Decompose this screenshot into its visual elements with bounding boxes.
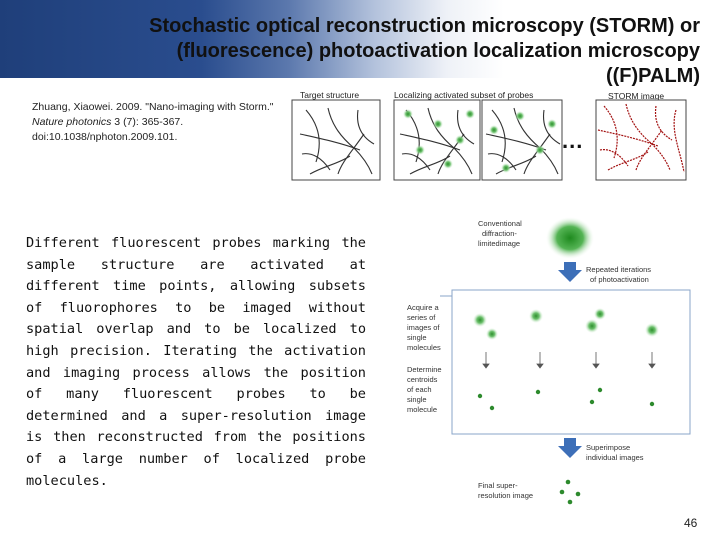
label-determine-1: Determine <box>407 365 442 374</box>
panel-target-structure <box>291 99 381 181</box>
slide-title: Stochastic optical reconstruction micros… <box>24 14 700 89</box>
title-line-2: (fluorescence) photoactivation localizat… <box>176 40 700 62</box>
label-storm-image: STORM image <box>608 91 665 101</box>
page-number: 46 <box>684 516 698 530</box>
label-final-2: resolution image <box>478 491 533 500</box>
label-repeated-2: of photoactivation <box>590 275 649 284</box>
body-paragraph: Different fluorescent probes marking the… <box>26 235 366 489</box>
citation-details: 3 (7): 365-367. doi:10.1038/nphoton.2009… <box>32 116 184 143</box>
diffraction-blob <box>546 217 594 259</box>
label-conventional-2: diffraction- <box>482 229 517 238</box>
down-arrow-main <box>558 262 582 282</box>
label-acquire-1: Acquire a <box>407 303 440 312</box>
title-line-1: Stochastic optical reconstruction micros… <box>149 15 700 37</box>
label-determine-4: single <box>407 395 427 404</box>
label-conventional-3: limitedimage <box>478 239 520 248</box>
label-superimpose-1: Superimpose <box>586 443 630 452</box>
down-arrow-superimpose <box>558 438 582 458</box>
probe-dots-2 <box>489 111 557 173</box>
panel-storm-image <box>595 99 687 181</box>
label-target-structure: Target structure <box>300 90 360 100</box>
title-line-3: ((F)PALM) <box>605 65 700 87</box>
panel-localizing-2 <box>481 99 563 181</box>
label-localizing: Localizing activated subset of probes <box>394 90 534 100</box>
label-repeated-1: Repeated iterations <box>586 265 651 274</box>
citation-journal: Nature photonics <box>32 116 112 128</box>
label-superimpose-2: individual images <box>586 453 644 462</box>
panel-localizing-1 <box>393 99 481 181</box>
label-acquire-3: images of <box>407 323 440 332</box>
label-determine-3: of each <box>407 385 432 394</box>
citation-authors: Zhuang, Xiaowei. 2009. "Nano-imaging wit… <box>32 101 274 113</box>
label-determine-5: molecule <box>407 405 437 414</box>
label-acquire-5: molecules <box>407 343 441 352</box>
raw-images-row <box>473 308 659 340</box>
title-band <box>0 0 720 78</box>
probe-dots-1 <box>403 109 475 169</box>
ellipsis: ... <box>562 128 584 153</box>
final-image-dots <box>559 479 581 505</box>
label-acquire-4: single <box>407 333 427 342</box>
label-final-1: Final super- <box>478 481 518 490</box>
label-conventional-1: Conventional <box>478 219 522 228</box>
citation: Zhuang, Xiaowei. 2009. "Nano-imaging wit… <box>32 100 282 145</box>
label-acquire-2: series of <box>407 313 436 322</box>
label-determine-2: centroids <box>407 375 438 384</box>
centroids-row <box>477 387 655 411</box>
